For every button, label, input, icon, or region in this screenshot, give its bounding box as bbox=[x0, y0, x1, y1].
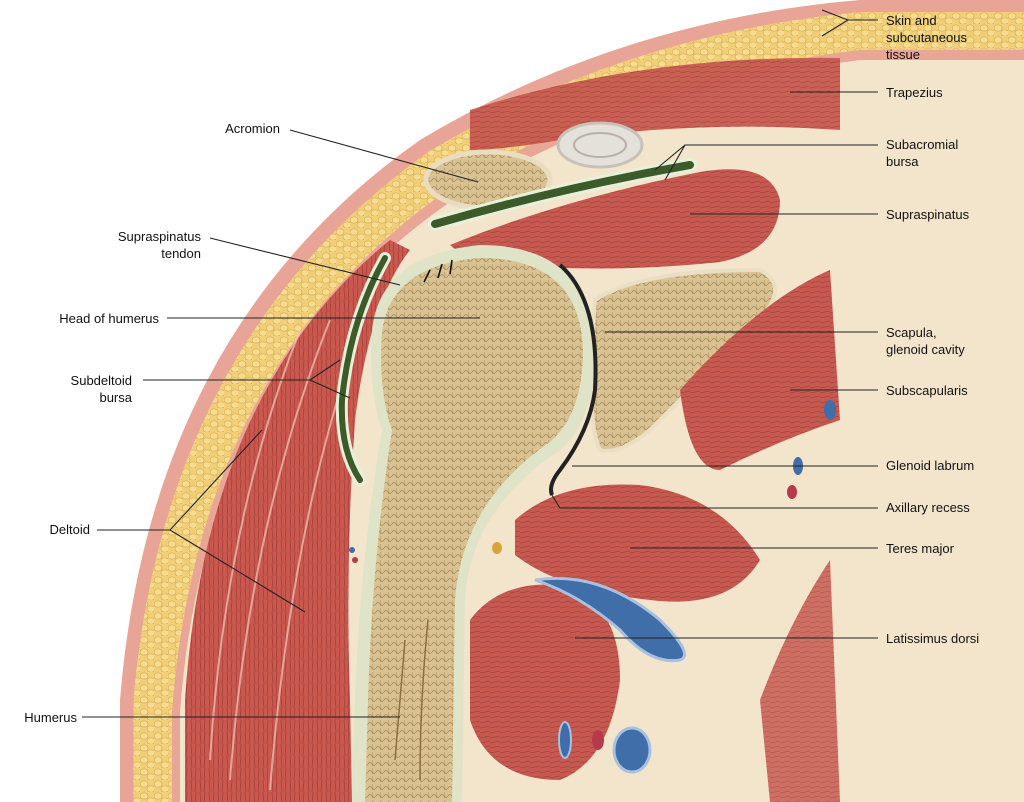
label-subscapularis: Subscapularis bbox=[886, 383, 968, 398]
deltoid-muscle bbox=[185, 240, 410, 802]
label-acromion: Acromion bbox=[225, 121, 280, 136]
label-supraspinatus: Supraspinatus bbox=[886, 207, 970, 222]
label-axillary-recess: Axillary recess bbox=[886, 500, 970, 515]
label-latissimus-dorsi: Latissimus dorsi bbox=[886, 631, 980, 646]
subscapularis-muscle bbox=[680, 270, 840, 470]
label-glenoid-labrum: Glenoid labrum bbox=[886, 458, 975, 473]
clavicle-disc bbox=[556, 121, 644, 169]
label-teres-major: Teres major bbox=[886, 541, 954, 556]
glenoid-cavity-line bbox=[549, 263, 598, 496]
label-supraspinatus-tendon: Supraspinatus tendon bbox=[117, 229, 201, 261]
teres-major-muscle bbox=[515, 484, 760, 602]
label-deltoid: Deltoid bbox=[49, 522, 90, 537]
supraspinatus-muscle bbox=[450, 169, 780, 269]
label-scapula: Scapula, glenoid cavity bbox=[886, 325, 965, 357]
label-skin: Skin and subcutaneous tissue bbox=[886, 13, 967, 62]
label-trapezius: Trapezius bbox=[886, 85, 943, 100]
axillary-vein bbox=[534, 576, 686, 663]
label-head-of-humerus: Head of humerus bbox=[59, 311, 159, 326]
label-subacromial-bursa: Subacromial bursa bbox=[886, 137, 959, 169]
label-subdeltoid-bursa: Subdeltoid bursa bbox=[70, 373, 132, 405]
latissimus-muscle bbox=[470, 584, 620, 780]
leader-lines bbox=[82, 9, 878, 718]
label-humerus: Humerus bbox=[24, 710, 77, 725]
trapezius-muscle bbox=[470, 57, 840, 150]
